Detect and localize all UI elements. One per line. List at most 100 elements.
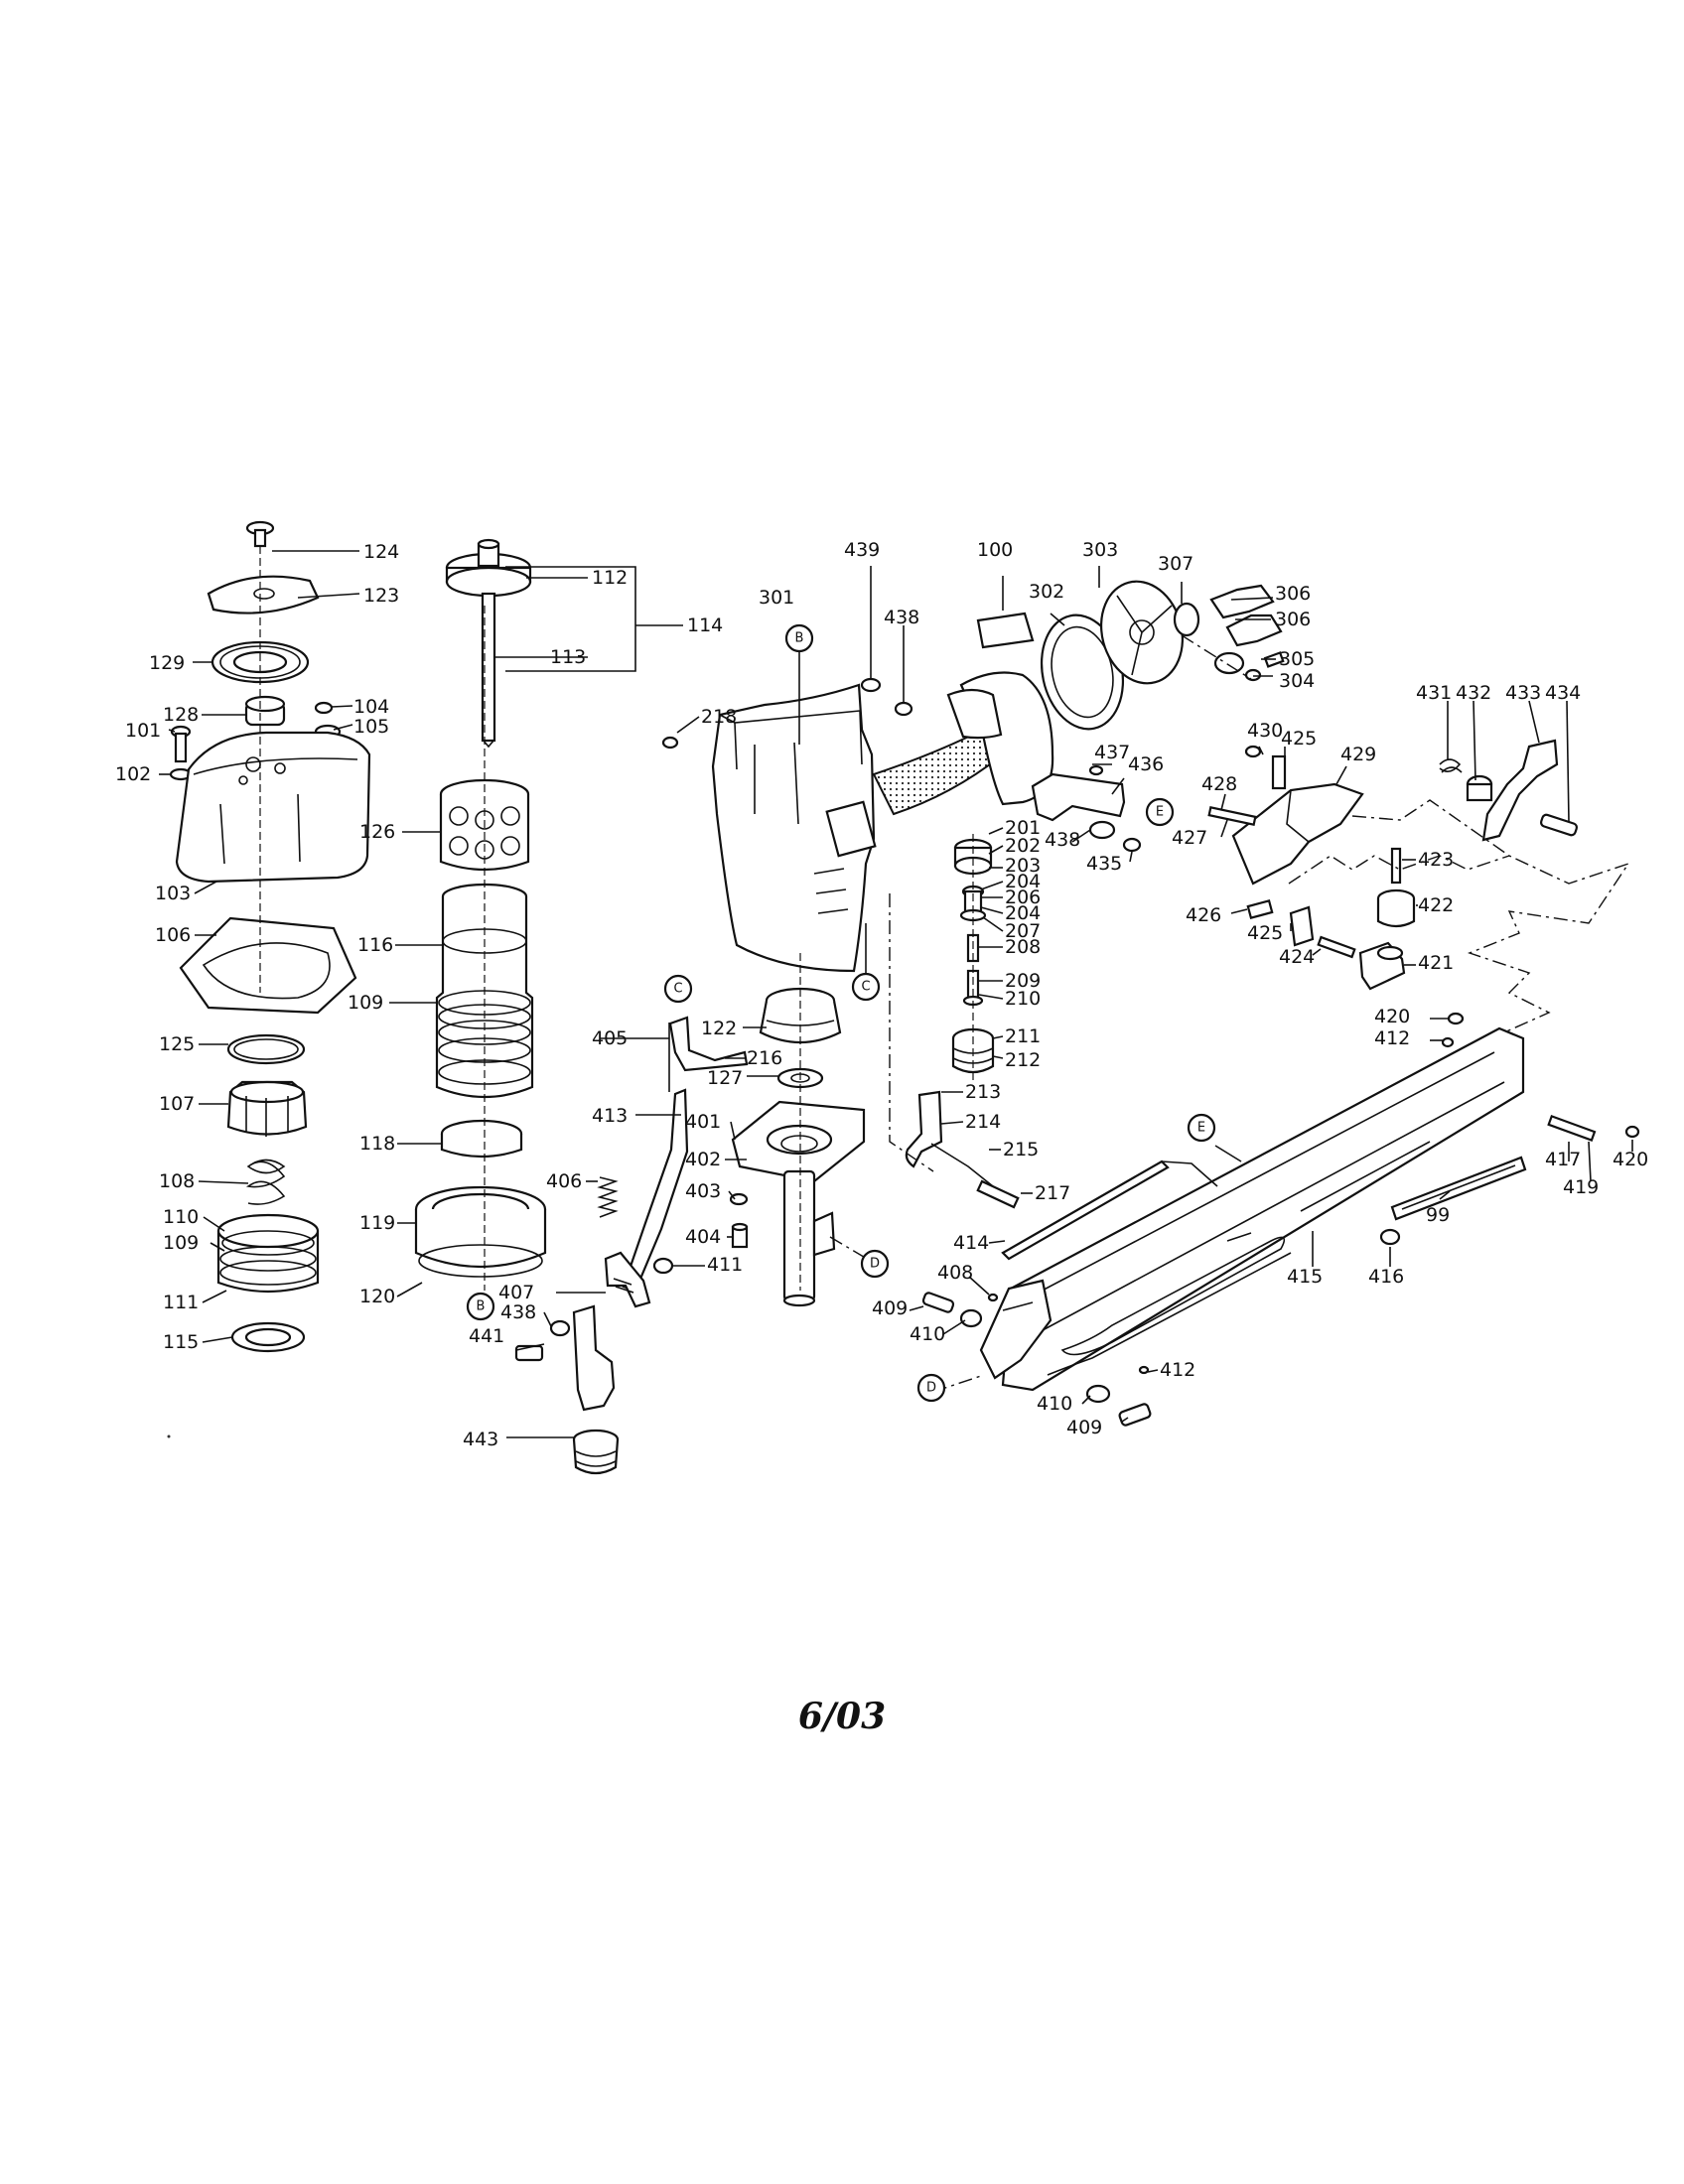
part-432-roller bbox=[1466, 774, 1493, 802]
part-429-latch-plate bbox=[1231, 782, 1364, 886]
part-417-419-420-pin bbox=[1547, 1114, 1640, 1142]
label-421: 421 bbox=[1418, 952, 1454, 974]
part-412-nut bbox=[1441, 1036, 1455, 1048]
part-107-head-valve-nut bbox=[226, 1080, 308, 1137]
label-216: 216 bbox=[747, 1047, 782, 1069]
label-208: 208 bbox=[1005, 936, 1041, 958]
label-408: 408 bbox=[937, 1262, 973, 1284]
part-125-o-ring bbox=[226, 1033, 306, 1065]
label-412-top: 412 bbox=[1374, 1027, 1410, 1049]
label-410-low: 410 bbox=[1037, 1393, 1072, 1415]
label-110: 110 bbox=[163, 1206, 199, 1228]
part-443-adjuster bbox=[572, 1429, 620, 1475]
label-413: 413 bbox=[592, 1105, 628, 1127]
ref-marker-c-top: C bbox=[663, 974, 693, 1004]
part-433-follower-arm bbox=[1481, 739, 1559, 842]
label-417: 417 bbox=[1545, 1149, 1581, 1170]
ref-marker-b-low: B bbox=[466, 1292, 495, 1321]
label-436: 436 bbox=[1128, 753, 1164, 775]
label-433: 433 bbox=[1505, 682, 1541, 704]
part-113-driver-blade bbox=[481, 592, 496, 749]
label-425-low: 425 bbox=[1247, 922, 1283, 944]
label-119: 119 bbox=[359, 1212, 395, 1234]
part-431-spring bbox=[1439, 758, 1463, 773]
part-123-cap-plate bbox=[207, 575, 320, 614]
label-218: 218 bbox=[701, 706, 737, 728]
label-127: 127 bbox=[707, 1067, 743, 1089]
part-124-screw bbox=[245, 520, 275, 548]
label-302: 302 bbox=[1029, 581, 1064, 603]
label-120: 120 bbox=[359, 1286, 395, 1307]
part-407-safety-lever bbox=[604, 1251, 651, 1308]
label-102: 102 bbox=[115, 763, 151, 785]
part-99-label-strip bbox=[1390, 1156, 1527, 1221]
label-419: 419 bbox=[1563, 1176, 1599, 1198]
label-405: 405 bbox=[592, 1027, 628, 1049]
label-202: 202 bbox=[1005, 835, 1041, 857]
label-403: 403 bbox=[685, 1180, 721, 1202]
ref-marker-d-nose: D bbox=[860, 1249, 890, 1279]
part-213-215-trigger bbox=[905, 1090, 1020, 1209]
label-435: 435 bbox=[1086, 853, 1122, 875]
label-204-b: 204 bbox=[1005, 902, 1041, 924]
label-404: 404 bbox=[685, 1226, 721, 1248]
label-431: 431 bbox=[1416, 682, 1452, 704]
label-429: 429 bbox=[1340, 744, 1376, 765]
part-100-label bbox=[976, 612, 1035, 649]
part-nose-latch bbox=[979, 1279, 1052, 1380]
part-209-210-pin bbox=[962, 969, 984, 1007]
label-430: 430 bbox=[1247, 720, 1283, 742]
nose-assembly bbox=[729, 953, 875, 1307]
label-407: 407 bbox=[498, 1282, 534, 1303]
label-217: 217 bbox=[1035, 1182, 1070, 1204]
label-215: 215 bbox=[1003, 1139, 1039, 1160]
reference-markers: B B C C D D E E bbox=[466, 623, 1216, 1403]
label-124: 124 bbox=[363, 541, 399, 563]
part-420-412-screw bbox=[1447, 1012, 1465, 1025]
ref-marker-c-mid: C bbox=[851, 972, 881, 1002]
label-209: 209 bbox=[1005, 970, 1041, 992]
label-424: 424 bbox=[1279, 946, 1315, 968]
cylinder-assembly bbox=[414, 538, 636, 1291]
label-107: 107 bbox=[159, 1093, 195, 1115]
part-218-pin bbox=[661, 736, 679, 750]
part-404-screw bbox=[731, 1222, 749, 1249]
label-99: 99 bbox=[1426, 1204, 1450, 1226]
part-108-spring bbox=[245, 1159, 286, 1205]
label-111: 111 bbox=[163, 1292, 199, 1313]
label-101: 101 bbox=[125, 720, 161, 742]
part-101-102-screw bbox=[169, 725, 193, 781]
label-406: 406 bbox=[546, 1170, 582, 1192]
label-428: 428 bbox=[1201, 773, 1237, 795]
part-number-labels: 124 123 129 128 104 105 101 102 103 106 … bbox=[115, 539, 1648, 1450]
footer-date-code: 6/03 bbox=[797, 1696, 887, 1737]
ref-marker-e-bracket: E bbox=[1145, 797, 1175, 827]
label-411: 411 bbox=[707, 1254, 743, 1276]
label-437: 437 bbox=[1094, 742, 1130, 763]
part-439-screw bbox=[860, 677, 882, 693]
label-439: 439 bbox=[844, 539, 880, 561]
svg-text:C: C bbox=[861, 980, 870, 995]
part-302-gasket bbox=[1040, 614, 1125, 731]
part-128-bushing bbox=[244, 695, 286, 727]
label-125: 125 bbox=[159, 1033, 195, 1055]
label-425-top: 425 bbox=[1281, 728, 1317, 750]
part-201-203-valve bbox=[953, 838, 993, 876]
ref-marker-b-top: B bbox=[784, 623, 814, 653]
label-211: 211 bbox=[1005, 1025, 1041, 1047]
label-123: 123 bbox=[363, 585, 399, 607]
part-115-seal bbox=[230, 1321, 306, 1353]
label-438-top: 438 bbox=[884, 607, 919, 628]
part-103-cylinder-cap bbox=[175, 731, 371, 884]
part-434-pin bbox=[1539, 813, 1579, 837]
label-427: 427 bbox=[1172, 827, 1207, 849]
label-100: 100 bbox=[977, 539, 1013, 561]
part-414-follower-rail bbox=[1001, 1160, 1218, 1261]
part-contact-lower-arm bbox=[572, 1304, 616, 1412]
part-406-spring bbox=[597, 1176, 619, 1218]
label-306-a: 306 bbox=[1275, 583, 1311, 605]
label-203: 203 bbox=[1005, 855, 1041, 877]
leader-lines bbox=[159, 550, 1633, 1438]
label-114: 114 bbox=[687, 614, 723, 636]
